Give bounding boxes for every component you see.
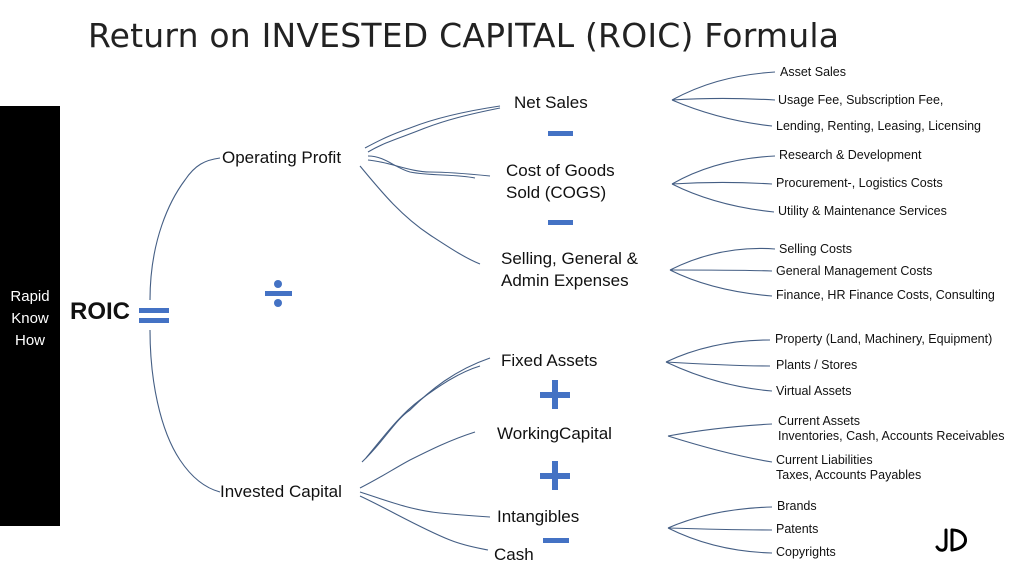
- leaf-item: Plants / Stores: [776, 358, 858, 372]
- connector: [671, 183, 775, 213]
- plus-operator: [540, 380, 570, 409]
- node-net-sales: Net Sales: [514, 93, 588, 112]
- minus-operator: [543, 538, 569, 543]
- connector: [665, 361, 773, 392]
- leaf-item: Research & Development: [779, 148, 922, 162]
- leaf-item: Virtual Assets: [776, 384, 852, 398]
- leaf-item: Copyrights: [776, 545, 836, 559]
- leaf-item: Current Liabilities Taxes, Accounts Paya…: [776, 453, 921, 483]
- connector: [364, 105, 501, 149]
- connector: [669, 247, 776, 271]
- connector: [671, 181, 773, 185]
- signature-logo: [935, 528, 967, 552]
- node-intangibles: Intangibles: [497, 507, 580, 526]
- node-sga: Selling, General & Admin Expenses: [501, 248, 638, 292]
- leaf-item: Asset Sales: [780, 65, 847, 79]
- connector: [359, 165, 481, 265]
- connector: [359, 495, 489, 551]
- node-operating-profit: Operating Profit: [222, 148, 342, 167]
- minus-operator: [548, 131, 573, 136]
- connector: [671, 97, 776, 101]
- connector: [359, 491, 491, 518]
- divide-operator: [265, 280, 292, 307]
- sidebar-label: Rapid Know How: [0, 286, 60, 352]
- connector: [667, 506, 773, 529]
- connector: [365, 365, 481, 459]
- node-cogs-line2: Sold (COGS): [506, 183, 607, 202]
- leaf-item-line: Current Liabilities: [776, 453, 873, 467]
- minus-operator: [548, 220, 573, 225]
- connector: [665, 339, 771, 363]
- node-fixed-assets: Fixed Assets: [501, 351, 598, 370]
- leaf-item: Patents: [776, 522, 819, 536]
- node-cogs: Cost of Goods Sold (COGS): [506, 160, 615, 204]
- connector: [149, 329, 221, 493]
- leaf-item: Usage Fee, Subscription Fee,: [778, 93, 944, 107]
- leaf-item: Current Assets Inventories, Cash, Accoun…: [778, 414, 1005, 444]
- sidebar-label-line: Know: [11, 310, 49, 327]
- sidebar-panel: [0, 106, 60, 526]
- node-invested-capital: Invested Capital: [220, 482, 342, 501]
- connector: [669, 269, 773, 297]
- connector: [667, 527, 773, 531]
- page-title: Return on INVESTED CAPITAL (ROIC) Formul…: [88, 16, 840, 55]
- connector: [361, 357, 491, 463]
- equals-operator: [139, 308, 169, 323]
- node-cogs-line1: Cost of Goods: [506, 161, 615, 180]
- connector: [671, 99, 773, 127]
- leaf-item-line: Inventories, Cash, Accounts Receivables: [778, 429, 1005, 443]
- leaf-item-line: Taxes, Accounts Payables: [776, 468, 922, 482]
- connector: [671, 155, 776, 185]
- sidebar-label-line: Rapid: [10, 288, 50, 305]
- connector: [667, 423, 773, 437]
- leaf-item: Lending, Renting, Leasing, Licensing: [776, 119, 982, 133]
- leaf-item: Finance, HR Finance Costs, Consulting: [776, 288, 995, 302]
- node-sga-line1: Selling, General &: [501, 249, 639, 268]
- node-sga-line2: Admin Expenses: [501, 271, 629, 290]
- connector: [671, 71, 776, 101]
- connector: [359, 431, 476, 489]
- leaf-item: Selling Costs: [779, 242, 852, 256]
- root-node-roic: ROIC: [70, 298, 130, 325]
- connector: [669, 269, 773, 272]
- node-working-capital: WorkingCapital: [497, 424, 612, 443]
- node-cash: Cash: [494, 545, 534, 564]
- leaf-item: Brands: [777, 499, 817, 513]
- connector: [149, 157, 221, 301]
- leaf-item: Property (Land, Machinery, Equipment): [775, 332, 993, 346]
- leaf-item: Utility & Maintenance Services: [778, 204, 947, 218]
- leaf-item: Procurement-, Logistics Costs: [776, 176, 943, 190]
- connector: [367, 159, 491, 177]
- connector: [367, 155, 476, 179]
- connector: [667, 527, 773, 554]
- connector: [665, 361, 771, 367]
- connector: [667, 435, 773, 463]
- plus-operator: [540, 461, 570, 490]
- connector: [367, 107, 501, 153]
- leaf-item: General Management Costs: [776, 264, 933, 278]
- leaf-item-line: Current Assets: [778, 414, 860, 428]
- sidebar-label-line: How: [14, 332, 45, 349]
